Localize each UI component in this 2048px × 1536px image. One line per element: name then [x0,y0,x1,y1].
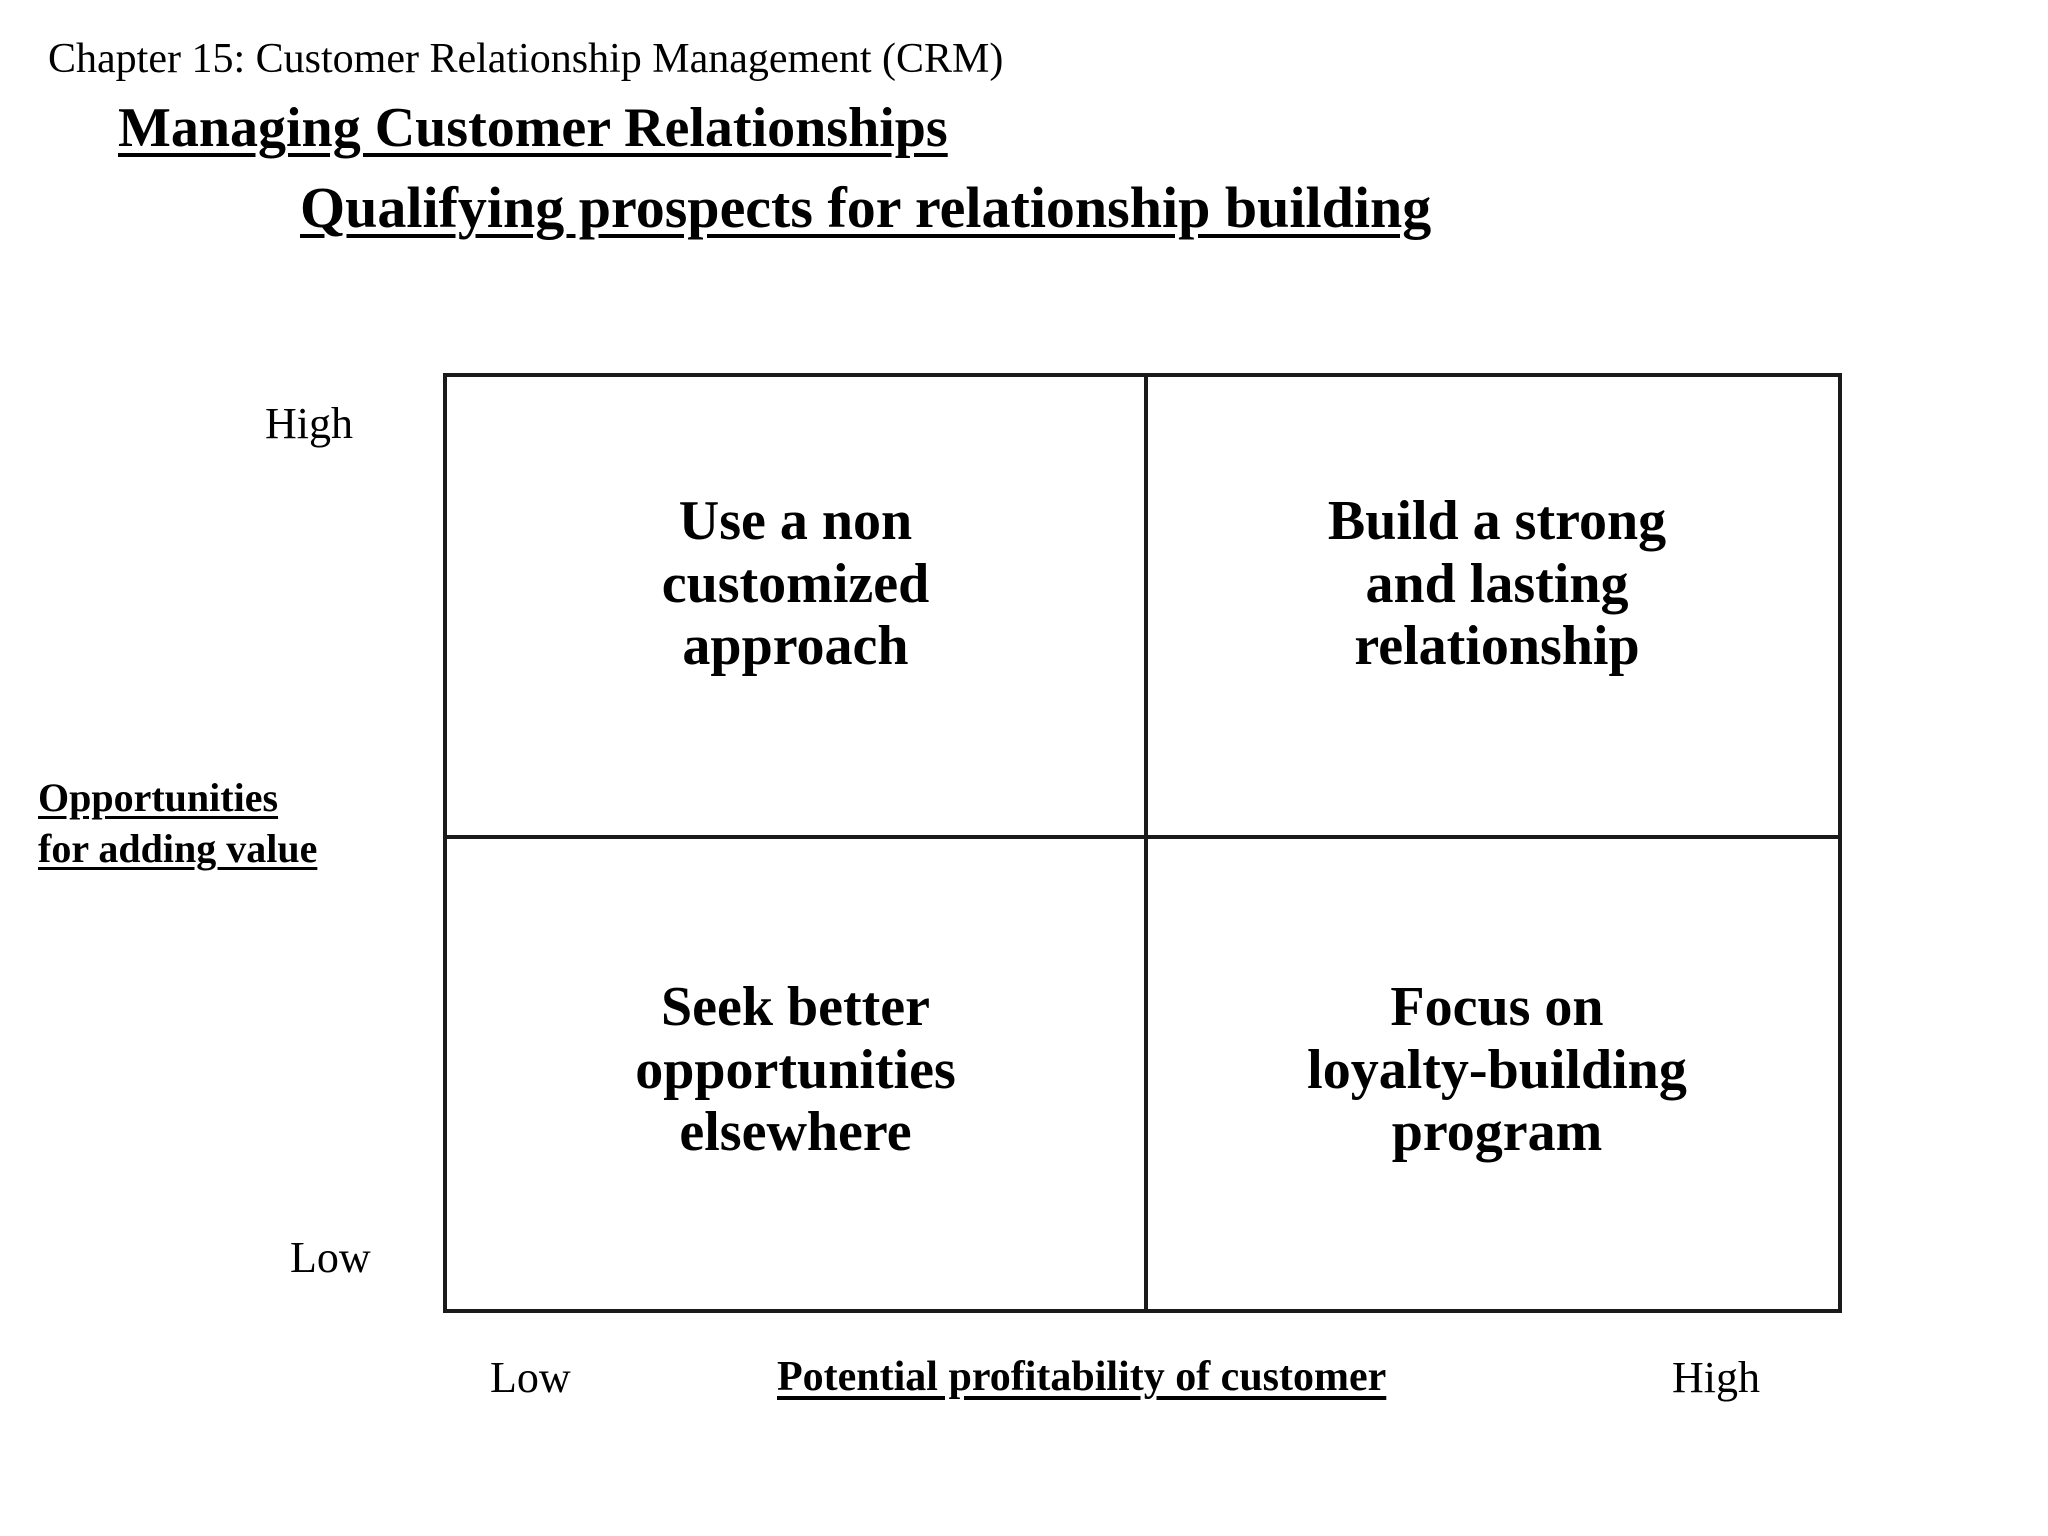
quadrant-top-right-text: Build a strong and lasting relationship [1328,490,1666,678]
x-axis-tick-low: Low [490,1353,571,1402]
quadrant-top-left[interactable]: Use a non customized approach [447,377,1144,835]
quadrant-bottom-left-line-1: Seek better [660,975,930,1038]
quadrant-bottom-left-text: Seek better opportunities elsewhere [635,976,956,1164]
quadrant-matrix: Use a non customized approach Build a st… [443,373,1842,1313]
quadrant-top-right[interactable]: Build a strong and lasting relationship [1148,377,1846,835]
quadrant-bottom-right-line-2: loyalty-building [1307,1038,1687,1101]
chapter-label: Chapter 15: Customer Relationship Manage… [48,36,1004,82]
y-axis-title-line-1: Opportunities [38,775,279,820]
quadrant-top-left-line-1: Use a non [678,489,913,552]
quadrant-top-left-text: Use a non customized approach [662,490,930,678]
y-axis-title-line-2: for adding value [38,826,318,872]
quadrant-top-left-line-2: customized [661,552,930,615]
x-axis-title: Potential profitability of customer [777,1354,1387,1400]
y-axis-title: Opportunities for adding value [38,772,317,874]
y-axis-tick-low: Low [290,1233,371,1282]
matrix-horizontal-divider [447,835,1838,839]
quadrant-top-left-line-3: approach [682,615,909,678]
quadrant-bottom-left[interactable]: Seek better opportunities elsewhere [447,839,1144,1317]
y-axis-tick-high: High [265,399,353,448]
quadrant-top-right-line-1: Build a strong [1327,489,1667,552]
quadrant-bottom-left-line-3: elsewhere [679,1101,912,1164]
x-axis-tick-high: High [1672,1353,1760,1402]
quadrant-top-right-line-3: relationship [1354,615,1640,678]
quadrant-bottom-right-text: Focus on loyalty-building program [1307,976,1687,1164]
page-subtitle: Qualifying prospects for relationship bu… [300,175,1432,240]
quadrant-bottom-left-line-2: opportunities [635,1038,956,1101]
page-title: Managing Customer Relationships [118,97,948,159]
quadrant-bottom-right[interactable]: Focus on loyalty-building program [1148,839,1846,1317]
quadrant-bottom-right-line-3: program [1391,1101,1603,1164]
matrix-vertical-divider [1144,377,1148,1309]
quadrant-bottom-right-line-1: Focus on [1390,975,1604,1038]
quadrant-top-right-line-2: and lasting [1365,552,1629,615]
